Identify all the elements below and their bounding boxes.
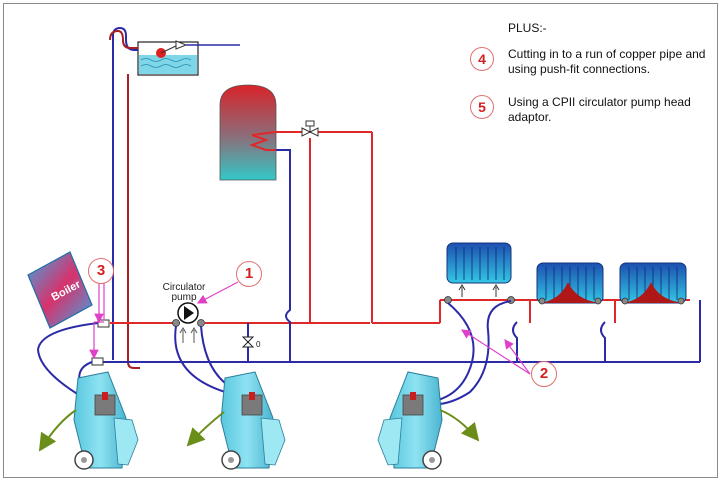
- notes-title: PLUS:-: [508, 21, 547, 35]
- callout-pointers: [89, 281, 531, 375]
- flushing-machine-3: [377, 371, 480, 470]
- hot-water-cylinder: [219, 84, 277, 181]
- push-fit-connector: [97, 319, 110, 328]
- note-4-text: Cutting in to a run of copper pipe and u…: [508, 47, 706, 76]
- circulator-pump-label: Circulator pump: [162, 282, 206, 303]
- diagram-frame: [3, 3, 718, 478]
- flush-hoses: [36, 300, 512, 405]
- radiator-2: [536, 262, 604, 305]
- svg-text:0: 0: [256, 340, 261, 349]
- radiator-3: [619, 262, 687, 305]
- circulator-pump: [172, 302, 205, 343]
- note-4-number: 4: [470, 47, 494, 71]
- callout-3: 3: [88, 258, 114, 284]
- flushing-machine-1: [38, 371, 139, 470]
- note-5-text: Using a CPII circulator pump head adapto…: [508, 95, 691, 124]
- return-pipework: [95, 149, 701, 363]
- push-fit-connector: [91, 357, 104, 366]
- note-5-number: 5: [470, 95, 494, 119]
- boiler: Boiler: [27, 251, 93, 329]
- flushing-machine-2: [186, 371, 286, 470]
- header-tank: [137, 40, 240, 76]
- motorised-valve: [301, 120, 319, 137]
- bypass-valve: 0: [241, 336, 261, 349]
- callout-2: 2: [531, 361, 557, 387]
- callout-1: 1: [236, 261, 262, 287]
- radiator-1: [444, 242, 515, 304]
